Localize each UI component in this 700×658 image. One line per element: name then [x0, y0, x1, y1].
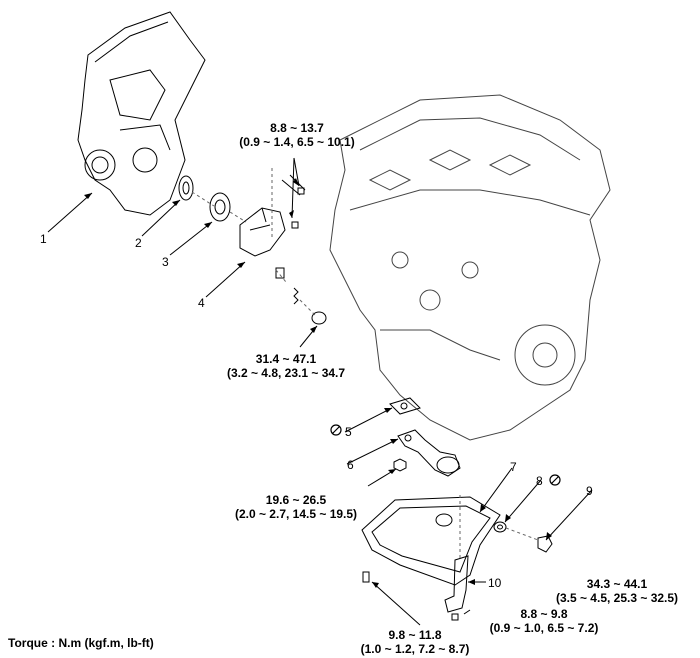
callout-4: 4	[198, 296, 205, 310]
non-reusable-icon	[549, 474, 561, 486]
oil-pan	[361, 496, 501, 586]
leader-lines	[47, 157, 593, 626]
pan-bolt	[362, 571, 370, 583]
arrowheads	[84, 178, 552, 588]
torque-line1: 8.8 ~ 13.7	[270, 121, 324, 135]
torque-spec-oil-screen: 19.6 ~ 26.5 (2.0 ~ 2.7, 14.5 ~ 19.5)	[216, 493, 376, 521]
timing-chain-cover	[77, 11, 206, 216]
callout-6: 6	[347, 458, 354, 472]
callout-9: 9	[586, 484, 593, 498]
callout-2: 2	[135, 236, 142, 250]
torque-line1: 9.8 ~ 11.8	[388, 628, 442, 642]
oil-level-bracket	[444, 555, 469, 621]
gasket-5	[389, 397, 421, 415]
oil-pump-rotor	[209, 192, 231, 222]
oil-seal-2	[178, 175, 194, 201]
torque-line2: (3.2 ~ 4.8, 23.1 ~ 34.7	[226, 366, 346, 380]
oil-screen	[397, 429, 461, 477]
oil-pump-housing	[239, 207, 286, 257]
callout-1: 1	[40, 232, 47, 246]
cylinder-block	[329, 94, 611, 441]
relief-valve	[275, 267, 327, 325]
drain-plug	[537, 535, 553, 553]
torque-spec-pump-bolts: 8.8 ~ 13.7 (0.9 ~ 1.4, 6.5 ~ 10.1)	[212, 121, 382, 149]
callout-7: 7	[510, 460, 517, 474]
torque-line2: (0.9 ~ 1.0, 6.5 ~ 7.2)	[489, 621, 599, 635]
torque-line1: 34.3 ~ 44.1	[586, 577, 648, 591]
torque-line2: (2.0 ~ 2.7, 14.5 ~ 19.5)	[234, 507, 358, 521]
torque-spec-pan-bolts: 9.8 ~ 11.8 (1.0 ~ 1.2, 7.2 ~ 8.7)	[345, 628, 485, 656]
drain-washer	[493, 521, 507, 533]
torque-spec-drain-plug: 34.3 ~ 44.1 (3.5 ~ 4.5, 25.3 ~ 32.5)	[542, 577, 692, 605]
torque-line2: (3.5 ~ 4.5, 25.3 ~ 32.5)	[555, 591, 679, 605]
screen-nut	[393, 458, 407, 472]
pump-bolts	[281, 174, 306, 229]
callout-10: 10	[488, 576, 502, 590]
torque-line2: (0.9 ~ 1.4, 6.5 ~ 10.1)	[239, 135, 355, 149]
torque-line1: 19.6 ~ 26.5	[265, 493, 327, 507]
torque-line1: 31.4 ~ 47.1	[255, 352, 317, 366]
callout-8: 8	[536, 474, 543, 488]
torque-line1: 8.8 ~ 9.8	[520, 607, 568, 621]
callout-3: 3	[162, 255, 169, 269]
torque-spec-level-bracket: 8.8 ~ 9.8 (0.9 ~ 1.0, 6.5 ~ 7.2)	[474, 607, 614, 635]
callout-5: 5	[345, 425, 352, 439]
torque-spec-relief-plug: 31.4 ~ 47.1 (3.2 ~ 4.8, 23.1 ~ 34.7	[196, 352, 376, 380]
torque-legend: Torque : N.m (kgf.m, lb-ft)	[8, 636, 154, 650]
torque-line2: (1.0 ~ 1.2, 7.2 ~ 8.7)	[360, 642, 470, 656]
non-reusable-icon	[330, 424, 342, 436]
